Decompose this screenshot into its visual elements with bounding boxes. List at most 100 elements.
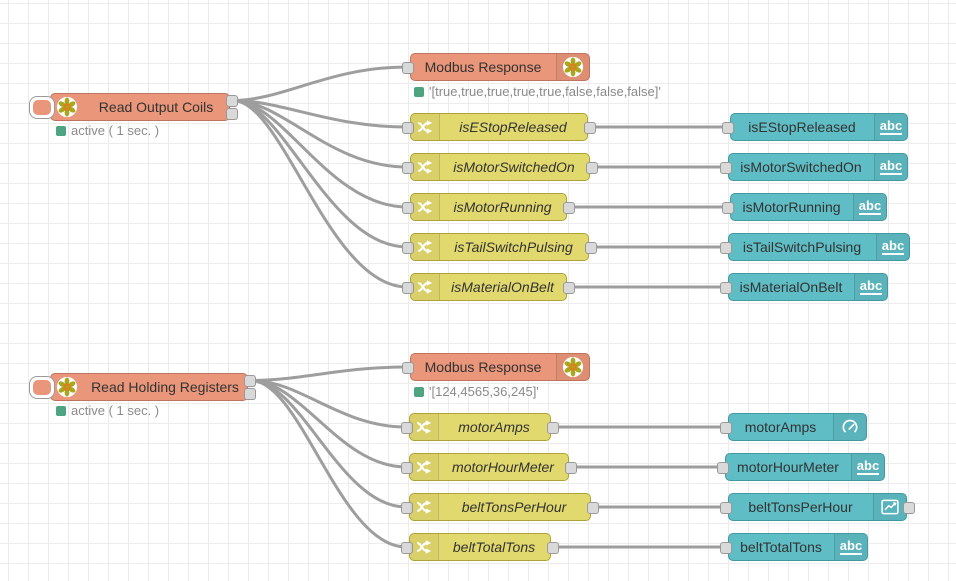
wire[interactable] — [231, 65, 409, 102]
status-text: active ( 1 sec. ) — [71, 123, 160, 138]
status-text: active ( 1 sec. ) — [71, 403, 160, 418]
node-label: beltTotalTons — [452, 539, 536, 555]
change-node-istailswitchpulsing[interactable]: isTailSwitchPulsing — [402, 233, 597, 261]
shuffle-icon — [411, 194, 440, 220]
output-port[interactable] — [547, 422, 559, 434]
node-label: isEStopReleased — [459, 119, 567, 135]
wire[interactable] — [231, 99, 409, 209]
input-port[interactable] — [720, 422, 732, 434]
abc-icon: abc — [834, 534, 867, 560]
shuffle-icon — [410, 534, 439, 560]
input-port[interactable] — [720, 282, 732, 294]
input-port[interactable] — [720, 542, 732, 554]
output-port[interactable] — [563, 202, 575, 214]
input-port[interactable] — [402, 242, 414, 254]
input-port[interactable] — [402, 282, 414, 294]
node-label: beltTonsPerHour — [748, 499, 853, 515]
output-port[interactable] — [563, 282, 575, 294]
wire[interactable] — [249, 379, 408, 509]
ui-text-node-ismotorswitchedon[interactable]: isMotorSwitchedOn abc — [720, 153, 908, 181]
input-port[interactable] — [401, 422, 413, 434]
output-port[interactable] — [244, 375, 256, 387]
inject-button[interactable] — [29, 376, 55, 399]
ui-text-node-belttotaltons[interactable]: beltTotalTons abc — [720, 533, 868, 561]
wire[interactable] — [249, 379, 408, 549]
change-node-ismotorrunning[interactable]: isMotorRunning — [402, 193, 575, 221]
inject-button[interactable] — [29, 96, 55, 119]
shuffle-icon — [410, 454, 439, 480]
modbus-asterisk-icon — [56, 96, 78, 118]
input-port[interactable] — [717, 462, 729, 474]
input-port[interactable] — [402, 122, 414, 134]
node-status: active ( 1 sec. ) — [56, 403, 159, 418]
node-label: motorHourMeter — [452, 459, 554, 475]
input-port[interactable] — [720, 502, 732, 514]
modbus-read-node-output-coils[interactable]: Read Output Coils — [29, 93, 238, 121]
node-status: active ( 1 sec. ) — [56, 123, 159, 138]
node-status: '[true,true,true,true,true,false,false,f… — [414, 84, 661, 99]
status-dot — [56, 125, 66, 136]
output-port[interactable] — [547, 542, 559, 554]
node-status: '[124,4565,36,245]' — [414, 384, 539, 399]
modbus-read-node-holding-registers[interactable]: Read Holding Registers — [29, 373, 256, 401]
node-label: beltTonsPerHour — [461, 499, 567, 515]
ui-text-node-istailswitchpulsing[interactable]: isTailSwitchPulsing abc — [720, 233, 910, 261]
input-port[interactable] — [402, 362, 414, 374]
input-port[interactable] — [401, 542, 413, 554]
output-port[interactable] — [226, 108, 238, 120]
node-label: isMotorSwitchedOn — [453, 159, 575, 175]
status-text: '[true,true,true,true,true,false,false,f… — [429, 84, 661, 99]
input-port[interactable] — [722, 202, 734, 214]
change-node-ismotorswitchedon[interactable]: isMotorSwitchedOn — [402, 153, 598, 181]
node-label: isMaterialOnBelt — [451, 279, 554, 295]
change-node-belttotaltons[interactable]: beltTotalTons — [401, 533, 559, 561]
abc-icon: abc — [853, 194, 886, 220]
node-label: motorAmps — [458, 419, 530, 435]
change-node-isestopreleased[interactable]: isEStopReleased — [402, 113, 596, 141]
modbus-asterisk-icon — [56, 376, 78, 398]
node-label: isEStopReleased — [748, 119, 856, 135]
wire[interactable] — [249, 365, 409, 382]
change-node-motorhourmeter[interactable]: motorHourMeter — [401, 453, 577, 481]
input-port[interactable] — [401, 502, 413, 514]
ui-text-node-isestopreleased[interactable]: isEStopReleased abc — [722, 113, 908, 141]
output-port[interactable] — [587, 502, 599, 514]
input-port[interactable] — [402, 62, 414, 74]
output-port[interactable] — [244, 388, 256, 400]
node-label: isTailSwitchPulsing — [454, 239, 573, 255]
output-port[interactable] — [903, 502, 915, 514]
wire[interactable] — [231, 99, 409, 289]
output-port[interactable] — [226, 95, 238, 107]
change-node-belttonsperhour[interactable]: beltTonsPerHour — [401, 493, 599, 521]
output-port[interactable] — [586, 162, 598, 174]
node-label: Read Holding Registers — [91, 379, 239, 395]
output-port[interactable] — [565, 462, 577, 474]
change-node-motoramps[interactable]: motorAmps — [401, 413, 559, 441]
status-dot — [414, 86, 424, 97]
input-port[interactable] — [402, 162, 414, 174]
input-port[interactable] — [720, 162, 732, 174]
modbus-response-node[interactable]: Modbus Response — [402, 53, 590, 81]
modbus-asterisk-icon — [556, 54, 589, 80]
shuffle-icon — [411, 234, 440, 260]
modbus-response-node[interactable]: Modbus Response — [402, 353, 590, 381]
ui-gauge-node-motoramps[interactable]: motorAmps — [720, 413, 867, 441]
ui-text-node-ismaterialonbelt[interactable]: isMaterialOnBelt abc — [720, 273, 888, 301]
output-port[interactable] — [585, 242, 597, 254]
input-port[interactable] — [720, 242, 732, 254]
status-dot — [56, 405, 66, 416]
ui-chart-node-belttonsperhour[interactable]: beltTonsPerHour — [720, 493, 915, 521]
ui-text-node-ismotorrunning[interactable]: isMotorRunning abc — [722, 193, 887, 221]
change-node-ismaterialonbelt[interactable]: isMaterialOnBelt — [402, 273, 575, 301]
gauge-icon — [833, 414, 866, 440]
shuffle-icon — [411, 154, 440, 180]
chart-icon — [873, 494, 906, 520]
output-port[interactable] — [584, 122, 596, 134]
input-port[interactable] — [722, 122, 734, 134]
input-port[interactable] — [402, 202, 414, 214]
wire[interactable] — [231, 99, 409, 249]
input-port[interactable] — [401, 462, 413, 474]
ui-text-node-motorhourmeter[interactable]: motorHourMeter abc — [717, 453, 885, 481]
